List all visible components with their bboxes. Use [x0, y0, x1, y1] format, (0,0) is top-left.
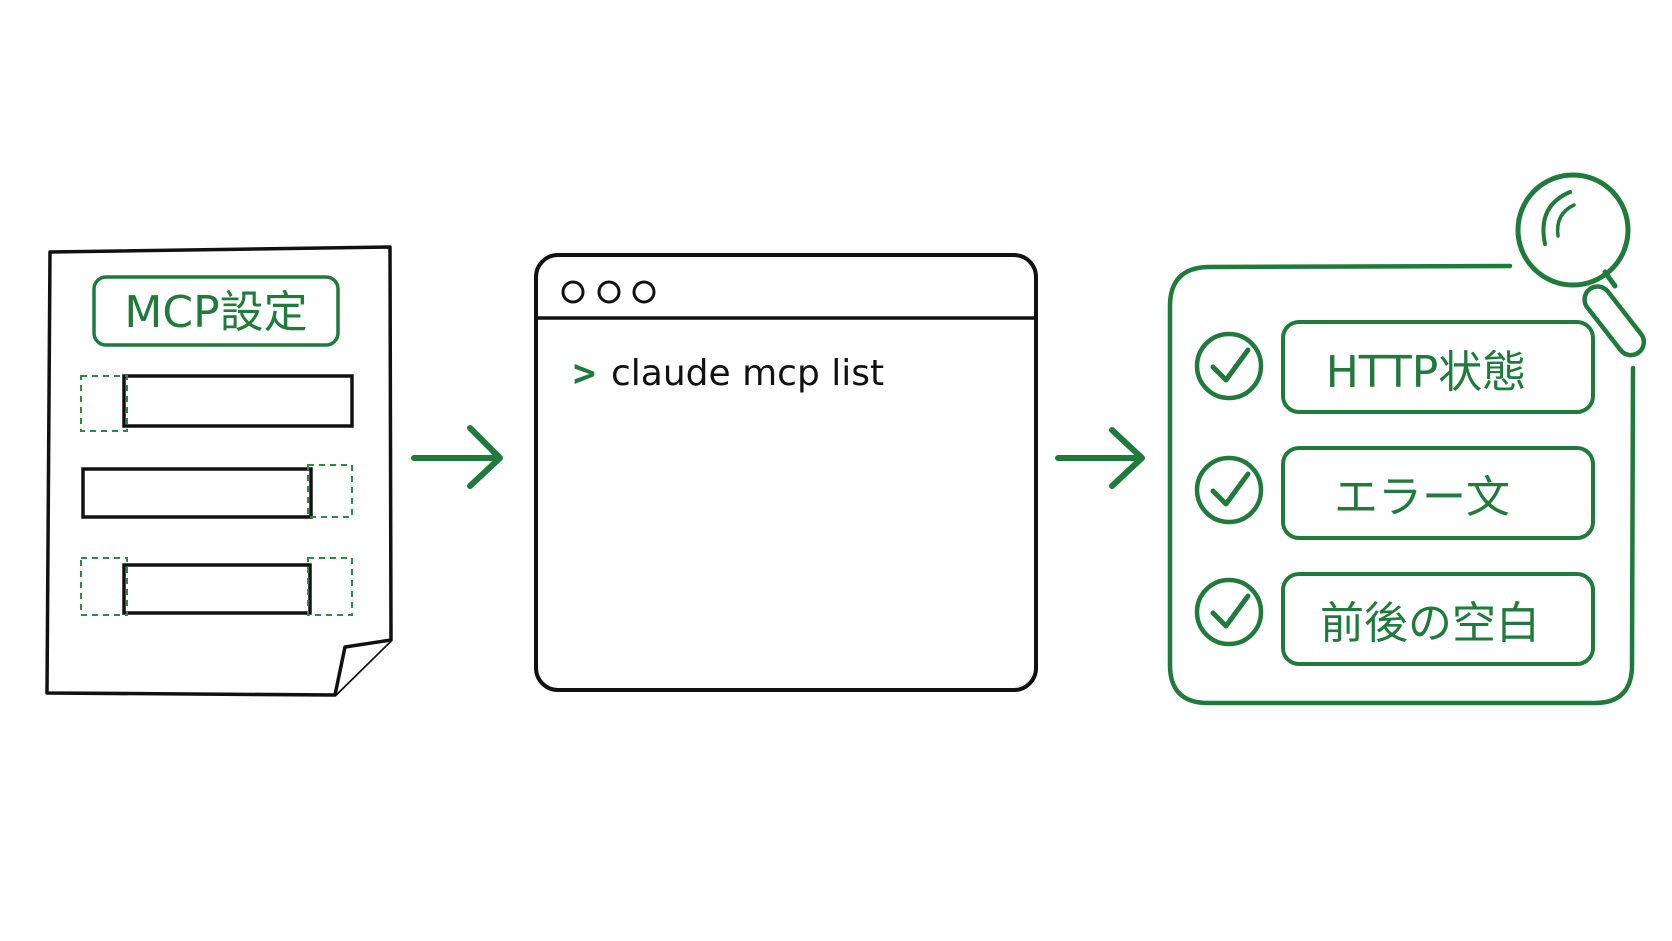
checklist-label-1: HTTP状態 [1326, 347, 1527, 398]
checklist-panel: HTTP状態 エラー文 前後の空白 [1167, 172, 1647, 706]
check-circle-icon [1194, 331, 1264, 401]
checklist-item-3: 前後の空白 [1194, 572, 1595, 666]
checkmark-icon [1210, 471, 1251, 507]
checklist-label-3: 前後の空白 [1320, 598, 1540, 649]
terminal-command: claude mcp list [611, 353, 884, 394]
window-dot-icon [632, 280, 656, 304]
checklist-item-2: エラー文 [1194, 446, 1595, 540]
window-dot-icon [597, 280, 621, 304]
checklist-label-box-2 [1281, 446, 1595, 540]
document-fold [333, 638, 392, 696]
check-circle-icon [1194, 455, 1264, 525]
checkmark-icon [1210, 593, 1251, 629]
checklist-label-box-1 [1281, 320, 1595, 414]
config-placeholder-1-left [80, 375, 128, 432]
check-circle-icon [1194, 577, 1264, 647]
checklist-label-box-3 [1281, 572, 1595, 666]
magnifier-icon [1515, 172, 1647, 358]
window-dot-icon [561, 280, 585, 304]
checklist-frame [1167, 263, 1636, 706]
config-title: MCP設定 [124, 287, 307, 338]
config-placeholder-3-right [307, 557, 353, 616]
config-field-2 [81, 467, 313, 519]
terminal-prompt: > [573, 351, 596, 395]
arrow-right-1 [411, 425, 503, 489]
config-placeholder-2-right [307, 464, 353, 518]
checklist-item-1: HTTP状態 [1194, 320, 1595, 414]
arrow-right-2 [1055, 427, 1145, 489]
config-field-1 [122, 374, 354, 428]
config-title-box [92, 275, 340, 347]
terminal-frame [534, 253, 1038, 692]
config-placeholder-3-left [80, 557, 128, 616]
config-document: MCP設定 [45, 245, 393, 697]
checkmark-icon [1210, 347, 1251, 383]
checklist-label-2: エラー文 [1334, 472, 1510, 523]
config-field-3 [122, 563, 312, 615]
terminal-window: > claude mcp list [534, 253, 1038, 692]
